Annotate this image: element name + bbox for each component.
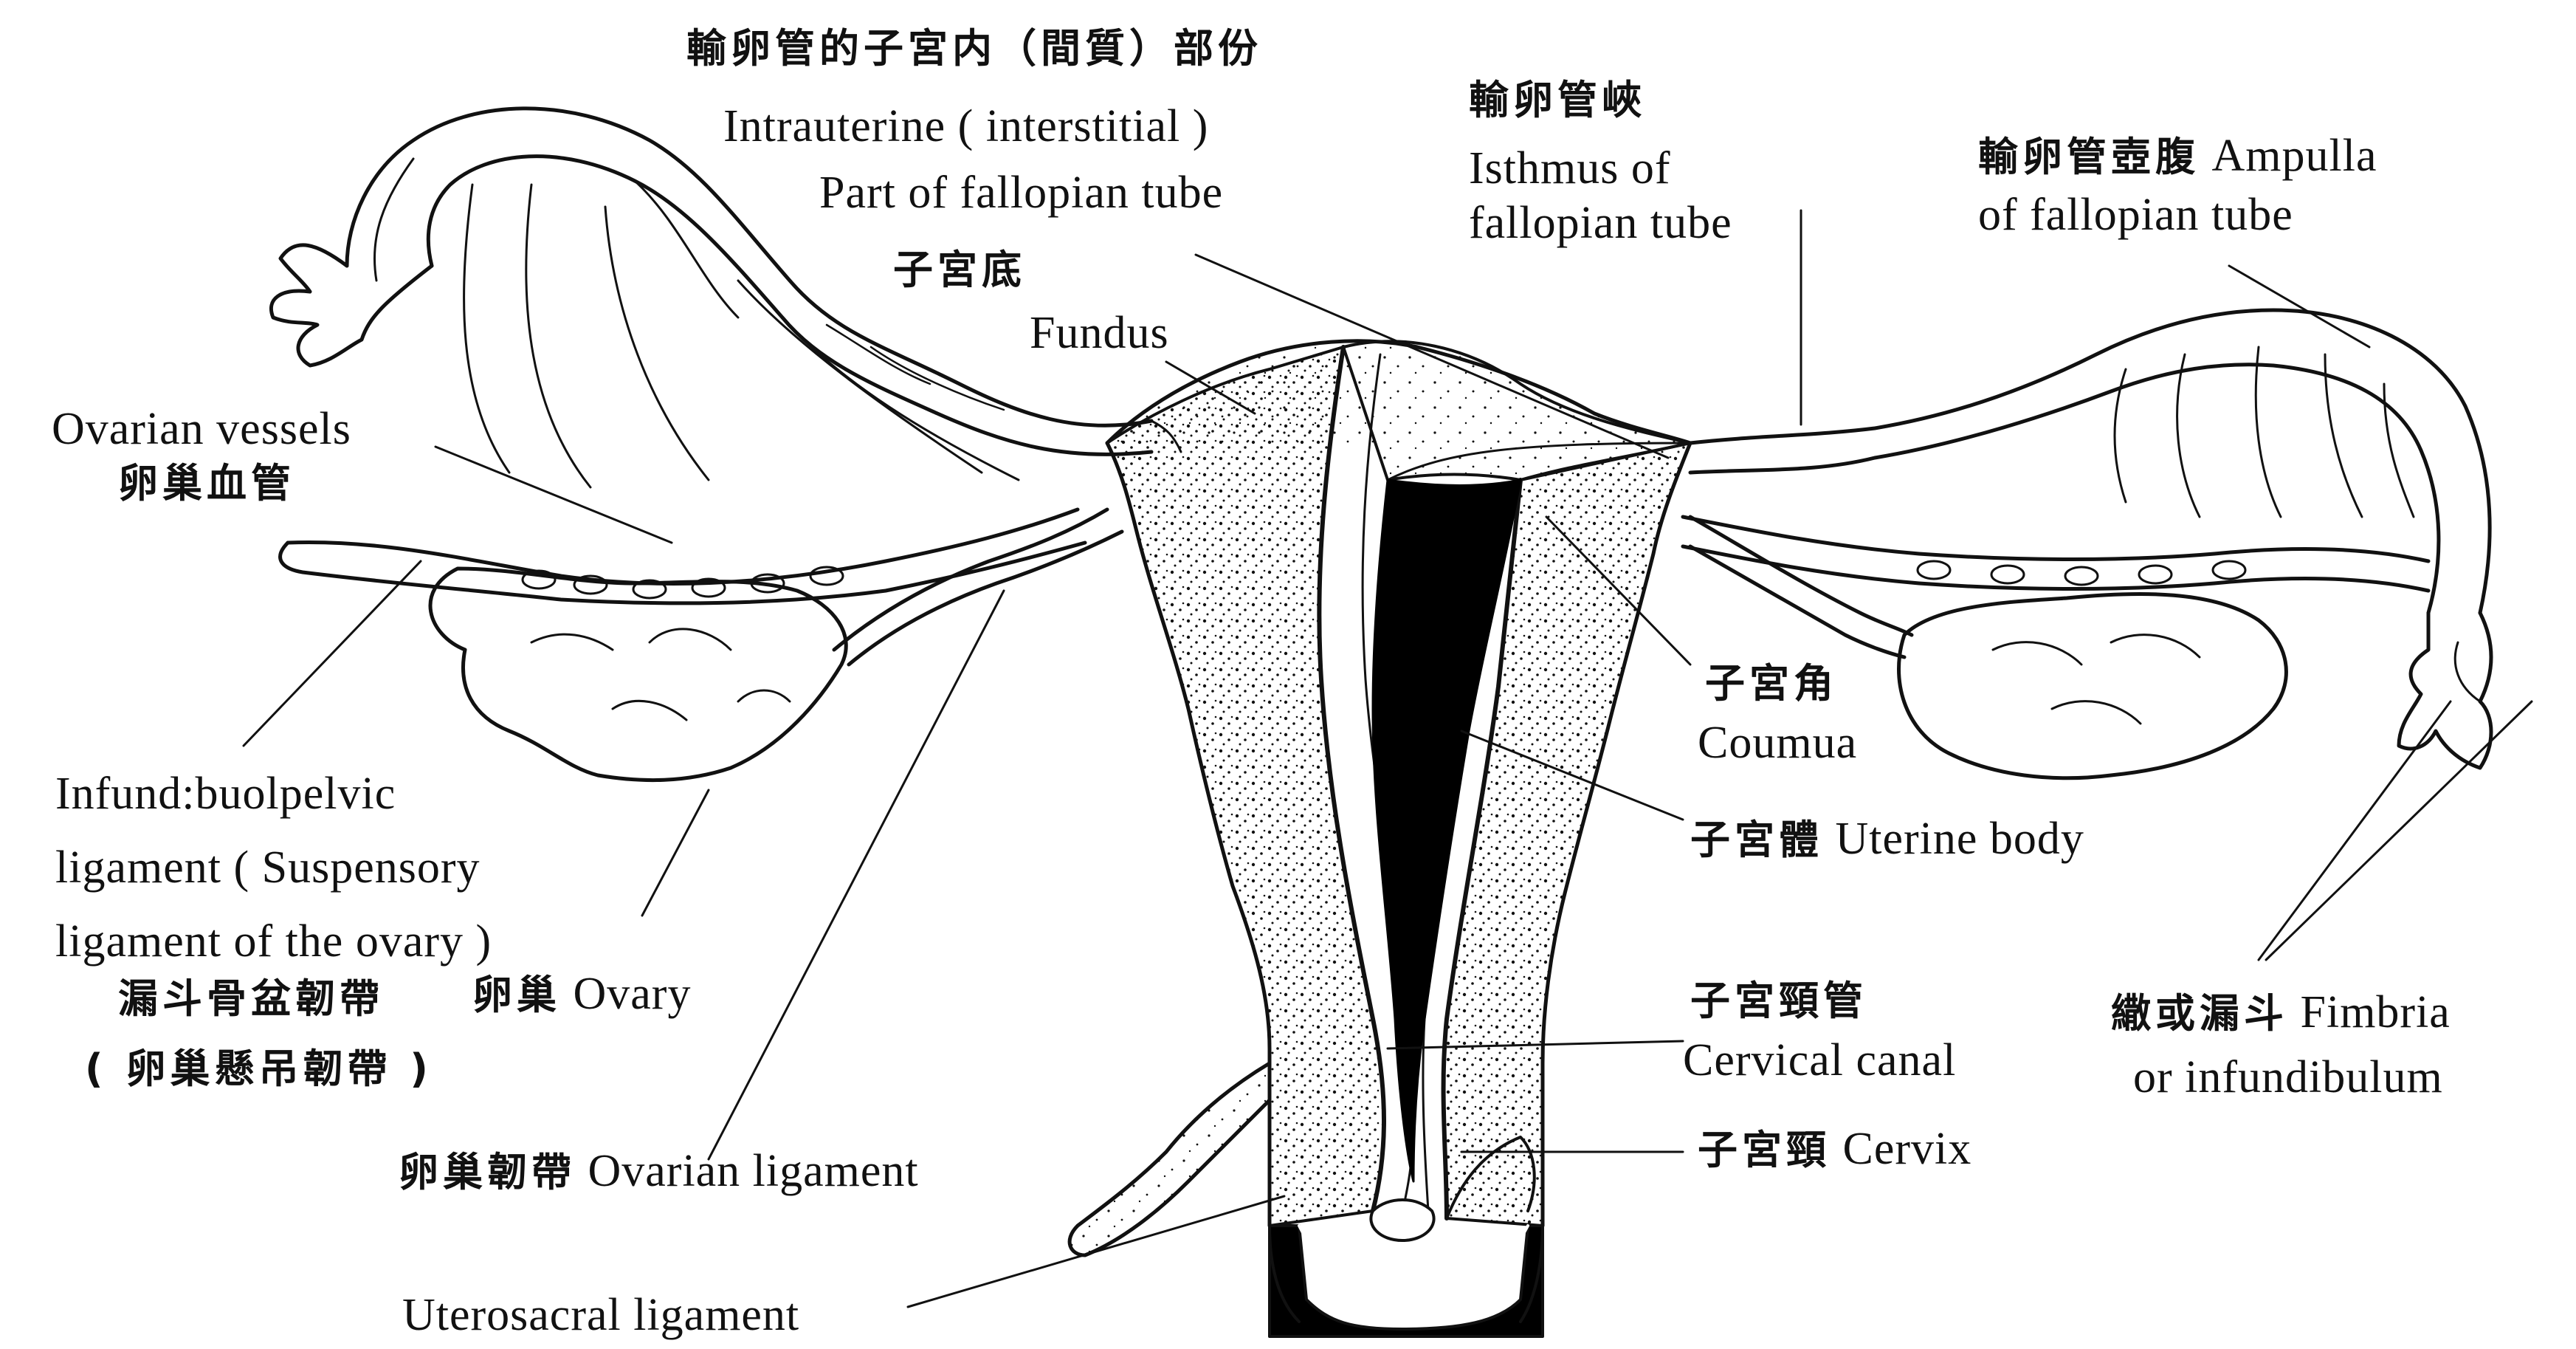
label-cornua: 子宮角 Coumua <box>1698 650 1857 777</box>
label-cervix-zh: 子宮頸 <box>1698 1127 1831 1173</box>
label-ampulla: 輸卵管壺腹 Ampulla of fallopian tube <box>1978 122 2377 249</box>
label-fimbria-en2: or infundibulum <box>2111 1043 2451 1111</box>
label-ovarian-ligament: 卵巢韌帶 Ovarian ligament <box>399 1137 919 1206</box>
label-fundus-en: Fundus <box>1030 299 1169 367</box>
label-fundus: 子宮底 <box>893 236 1026 304</box>
label-cervix: 子宮頸 Cervix <box>1698 1115 1971 1184</box>
label-interstitial-en2: Part of fallopian tube <box>819 159 1223 227</box>
cervix-tip <box>1371 1200 1433 1240</box>
label-infundibulopelvic-zh2-wrap: ( 卵巢懸吊韌帶 ) <box>85 1034 433 1103</box>
label-isthmus-zh: 輸卵管峽 <box>1469 66 1732 134</box>
label-fimbria-zh: 繖或漏斗 <box>2111 990 2288 1037</box>
label-ovary: 卵巢 Ovary <box>472 960 691 1029</box>
label-ovarian-vessels: Ovarian vessels 卵巢血管 <box>52 395 351 518</box>
label-fundus-zh: 子宮底 <box>893 236 1026 304</box>
label-infundibulopelvic-zh: 漏斗骨盆韌帶 <box>118 964 384 1033</box>
label-ovarian-ligament-zh: 卵巢韌帶 <box>399 1149 576 1195</box>
label-cervix-en: Cervix <box>1843 1124 1972 1174</box>
label-cervical-canal: 子宮頸管 Cervical canal <box>1683 967 1956 1094</box>
label-interstitial-en1: Intrauterine ( interstitial ) <box>723 92 1208 160</box>
uterosacral-ligament <box>1070 1063 1270 1255</box>
label-infundibulopelvic: Infund:buolpelvic ligament ( Suspensory … <box>55 757 492 978</box>
label-uterosacral: Uterosacral ligament <box>402 1281 799 1349</box>
label-fundus-en-wrap: Fundus <box>1030 299 1169 367</box>
label-uterine-body: 子宮體 Uterine body <box>1690 805 2084 874</box>
label-ampulla-en1: Ampulla <box>2212 131 2377 181</box>
label-cornua-zh: 子宮角 <box>1698 650 1857 718</box>
label-isthmus: 輸卵管峽 Isthmus of fallopian tube <box>1469 66 1732 257</box>
label-infundibulopelvic-zh1: 漏斗骨盆韌帶 <box>118 975 384 1022</box>
label-ovarian-ligament-en: Ovarian ligament <box>588 1146 919 1196</box>
label-uterosacral-en: Uterosacral ligament <box>402 1290 799 1340</box>
label-infundibulopelvic-en2: ligament ( Suspensory <box>55 831 492 905</box>
label-interstitial-en: Intrauterine ( interstitial ) <box>723 92 1208 160</box>
label-fimbria: 繖或漏斗 Fimbria or infundibulum <box>2111 978 2451 1111</box>
label-infundibulopelvic-en1: Infund:buolpelvic <box>55 757 492 831</box>
left-broad-ligament-band <box>280 509 1085 603</box>
label-ampulla-zh: 輸卵管壺腹 <box>1978 134 2200 180</box>
label-cornua-en: Coumua <box>1698 709 1857 777</box>
label-interstitial-zh: 輸卵管的子宮内（間質）部份 <box>686 15 1262 83</box>
label-infundibulopelvic-zh2: ( 卵巢懸吊韌帶 ) <box>85 1046 433 1092</box>
label-cervical-canal-zh: 子宮頸管 <box>1683 967 1956 1035</box>
label-fimbria-en1: Fimbria <box>2301 987 2451 1037</box>
label-interstitial: 輸卵管的子宮内（間質）部份 <box>686 15 1262 83</box>
right-ovary <box>1899 594 2287 778</box>
label-uterine-body-en: Uterine body <box>1836 814 2084 864</box>
label-ovary-zh: 卵巢 <box>472 972 561 1018</box>
label-cervical-canal-en: Cervical canal <box>1683 1026 1956 1094</box>
label-isthmus-en2: fallopian tube <box>1469 189 1732 257</box>
label-interstitial-en-2: Part of fallopian tube <box>819 159 1223 227</box>
label-uterine-body-zh: 子宮體 <box>1690 817 1823 863</box>
label-ovary-en: Ovary <box>574 969 692 1019</box>
